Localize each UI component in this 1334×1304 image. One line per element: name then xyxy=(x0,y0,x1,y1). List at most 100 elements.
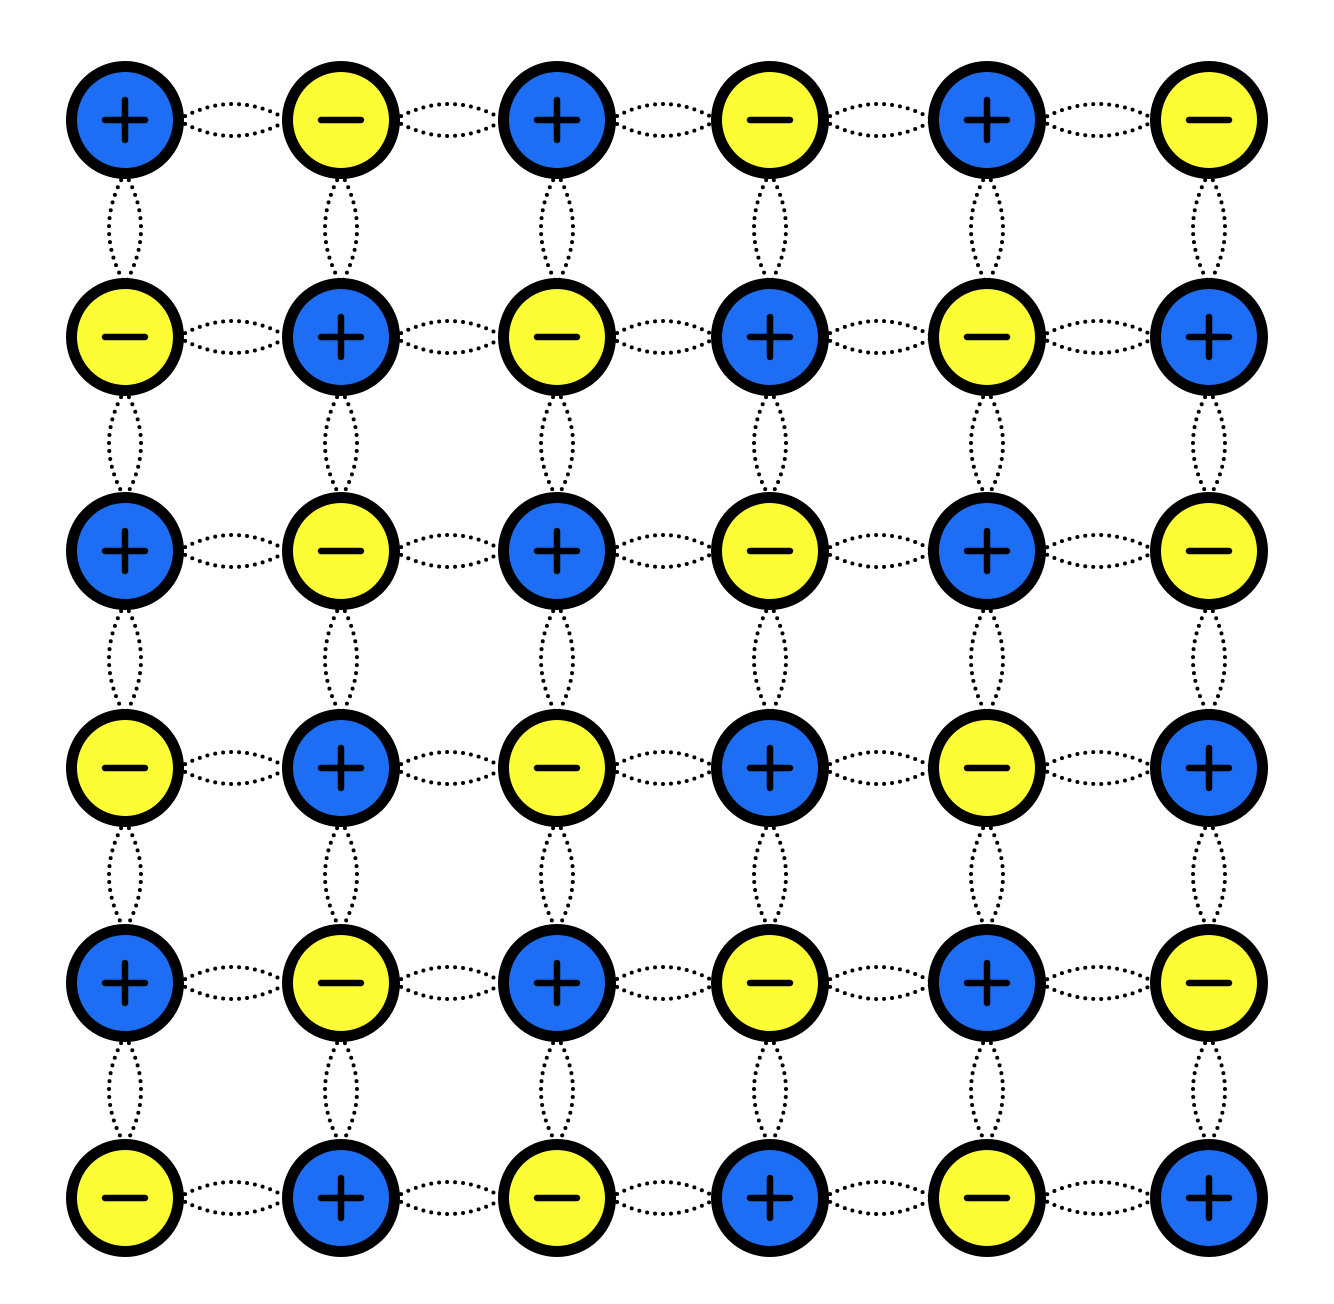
positive-ion xyxy=(1150,1139,1268,1257)
bond-arc-left xyxy=(1191,602,1211,717)
bond-arc-lower xyxy=(1038,549,1158,569)
bond-arc-upper xyxy=(1038,102,1158,122)
bond-arc-right xyxy=(768,1034,788,1147)
bond-arc-left xyxy=(539,388,559,500)
negative-ion xyxy=(711,492,829,610)
bond-arc-lower xyxy=(1038,766,1158,786)
positive-ion xyxy=(711,709,829,827)
negative-ion xyxy=(928,278,1046,396)
bond-arc-right xyxy=(1207,388,1227,500)
bond-horizontal xyxy=(392,102,506,138)
positive-ion xyxy=(282,278,400,396)
bond-arc-lower xyxy=(176,549,290,569)
bond-arc-upper xyxy=(1038,965,1158,985)
bond-arc-right xyxy=(985,171,1005,286)
bond-horizontal xyxy=(821,533,936,569)
bond-vertical xyxy=(539,602,575,717)
bond-arc-right xyxy=(985,819,1005,932)
bond-horizontal xyxy=(608,750,719,786)
bond-horizontal xyxy=(1038,1180,1158,1216)
bond-arc-left xyxy=(752,388,772,500)
negative-ion xyxy=(66,278,184,396)
bond-horizontal xyxy=(608,102,719,138)
negative-ion xyxy=(711,61,829,179)
bond-horizontal xyxy=(176,102,290,138)
bond-arc-right xyxy=(985,602,1005,717)
bond-arc-right xyxy=(123,171,143,286)
positive-ion xyxy=(282,1139,400,1257)
bond-vertical xyxy=(752,1034,788,1147)
bond-horizontal xyxy=(1038,750,1158,786)
bond-vertical xyxy=(969,602,1005,717)
bond-arc-upper xyxy=(392,965,506,985)
bond-arc-upper xyxy=(608,319,719,339)
bond-vertical xyxy=(539,388,575,500)
bond-arc-lower xyxy=(392,549,506,569)
bond-arc-upper xyxy=(1038,319,1158,339)
bond-arc-upper xyxy=(392,750,506,770)
ion-layer xyxy=(66,61,1268,1257)
bond-arc-left xyxy=(107,388,127,500)
bond-arc-upper xyxy=(608,533,719,553)
bond-arc-lower xyxy=(176,766,290,786)
bond-horizontal xyxy=(821,750,936,786)
negative-ion xyxy=(498,278,616,396)
bond-arc-lower xyxy=(821,1196,936,1216)
positive-ion xyxy=(66,492,184,610)
bond-horizontal xyxy=(821,1180,936,1216)
bond-arc-right xyxy=(555,388,575,500)
bond-vertical xyxy=(107,819,143,932)
negative-ion xyxy=(282,492,400,610)
positive-ion xyxy=(66,61,184,179)
bond-arc-upper xyxy=(392,1180,506,1200)
bond-arc-upper xyxy=(821,533,936,553)
bond-horizontal xyxy=(1038,319,1158,355)
bond-arc-left xyxy=(1191,819,1211,932)
bond-arc-upper xyxy=(821,319,936,339)
bond-arc-right xyxy=(555,171,575,286)
bond-arc-left xyxy=(752,1034,772,1147)
bond-vertical xyxy=(752,171,788,286)
bond-horizontal xyxy=(176,1180,290,1216)
bond-arc-upper xyxy=(176,319,290,339)
positive-ion xyxy=(498,492,616,610)
bond-vertical xyxy=(1191,819,1227,932)
bond-arc-right xyxy=(985,388,1005,500)
bond-vertical xyxy=(752,388,788,500)
bond-arc-upper xyxy=(176,1180,290,1200)
bond-arc-left xyxy=(1191,171,1211,286)
bond-vertical xyxy=(752,819,788,932)
bond-arc-lower xyxy=(821,549,936,569)
bond-horizontal xyxy=(1038,102,1158,138)
bond-arc-right xyxy=(1207,602,1227,717)
bond-arc-left xyxy=(752,819,772,932)
bond-vertical xyxy=(1191,171,1227,286)
bond-arc-upper xyxy=(176,102,290,122)
bond-arc-left xyxy=(1191,1034,1211,1147)
bond-arc-upper xyxy=(1038,533,1158,553)
bond-arc-right xyxy=(768,819,788,932)
negative-ion xyxy=(282,924,400,1042)
bond-arc-left xyxy=(323,388,343,500)
bond-arc-left xyxy=(969,602,989,717)
bond-horizontal xyxy=(176,533,290,569)
bond-horizontal xyxy=(392,319,506,355)
bond-vertical xyxy=(107,171,143,286)
bond-arc-right xyxy=(1207,1034,1227,1147)
bond-arc-left xyxy=(323,1034,343,1147)
positive-ion xyxy=(66,924,184,1042)
bond-vertical xyxy=(323,171,359,286)
bond-horizontal xyxy=(821,965,936,1001)
bond-arc-lower xyxy=(392,335,506,355)
bond-horizontal xyxy=(608,319,719,355)
bond-vertical xyxy=(539,819,575,932)
bond-arc-right xyxy=(768,388,788,500)
bond-arc-left xyxy=(752,171,772,286)
bond-arc-lower xyxy=(821,335,936,355)
bond-arc-lower xyxy=(1038,981,1158,1001)
bond-vertical xyxy=(752,602,788,717)
bond-arc-left xyxy=(323,819,343,932)
bond-arc-lower xyxy=(608,118,719,138)
bond-vertical xyxy=(969,388,1005,500)
bond-arc-upper xyxy=(176,965,290,985)
